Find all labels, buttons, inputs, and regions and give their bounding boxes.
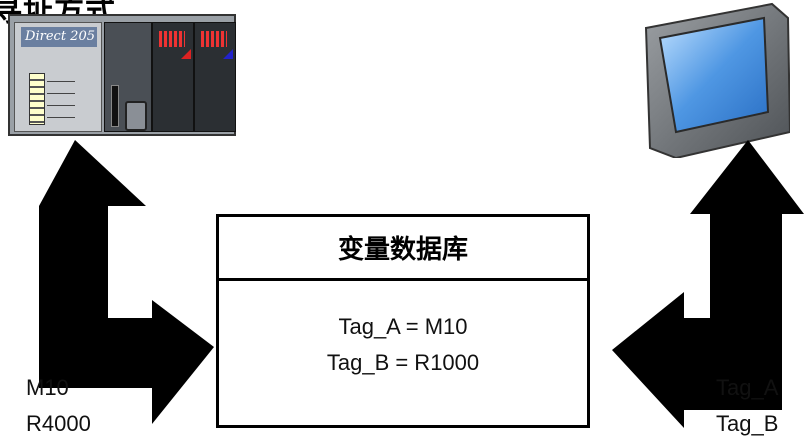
plc-serial-port <box>125 101 147 131</box>
plc-cpu-module: Direct 205 <box>14 22 102 132</box>
plc-blue-marker <box>223 49 233 59</box>
plc-address-r4000: R4000 <box>26 411 91 436</box>
database-row-tag-a: Tag_A = M10 <box>338 314 468 339</box>
hmi-screen <box>658 16 770 134</box>
plc-io-module-2 <box>194 22 236 132</box>
database-title: 变量数据库 <box>219 217 587 281</box>
hmi-panel-image <box>644 2 790 158</box>
plc-address-m10: M10 <box>26 375 69 400</box>
hmi-tag-a: Tag_A <box>716 375 779 400</box>
database-mapping-list: Tag_A = M10 Tag_B = R1000 <box>219 281 587 381</box>
hmi-tag-b: Tag_B <box>716 411 779 436</box>
plc-led-indicators <box>201 31 227 47</box>
plc-io-module-1 <box>152 22 194 132</box>
left-bidirectional-arrow <box>39 140 214 424</box>
database-row-tag-b: Tag_B = R1000 <box>326 350 480 375</box>
plc-brand-label: Direct 205 <box>21 27 97 47</box>
plc-terminal-labels <box>47 75 75 121</box>
plc-slot <box>111 85 119 127</box>
right-bidirectional-arrow <box>612 140 804 428</box>
plc-cpu-port-module <box>104 22 152 132</box>
plc-red-marker <box>181 49 191 59</box>
hmi-tag-list: Tag_A Tag_B <box>716 370 778 442</box>
plc-terminal-block <box>29 73 45 125</box>
plc-led-indicators <box>159 31 185 47</box>
variable-database-box: 变量数据库 Tag_A = M10 Tag_B = R1000 <box>216 214 590 428</box>
plc-address-list: M10 R4000 <box>26 370 91 442</box>
plc-device-image: Direct 205 <box>8 14 236 136</box>
